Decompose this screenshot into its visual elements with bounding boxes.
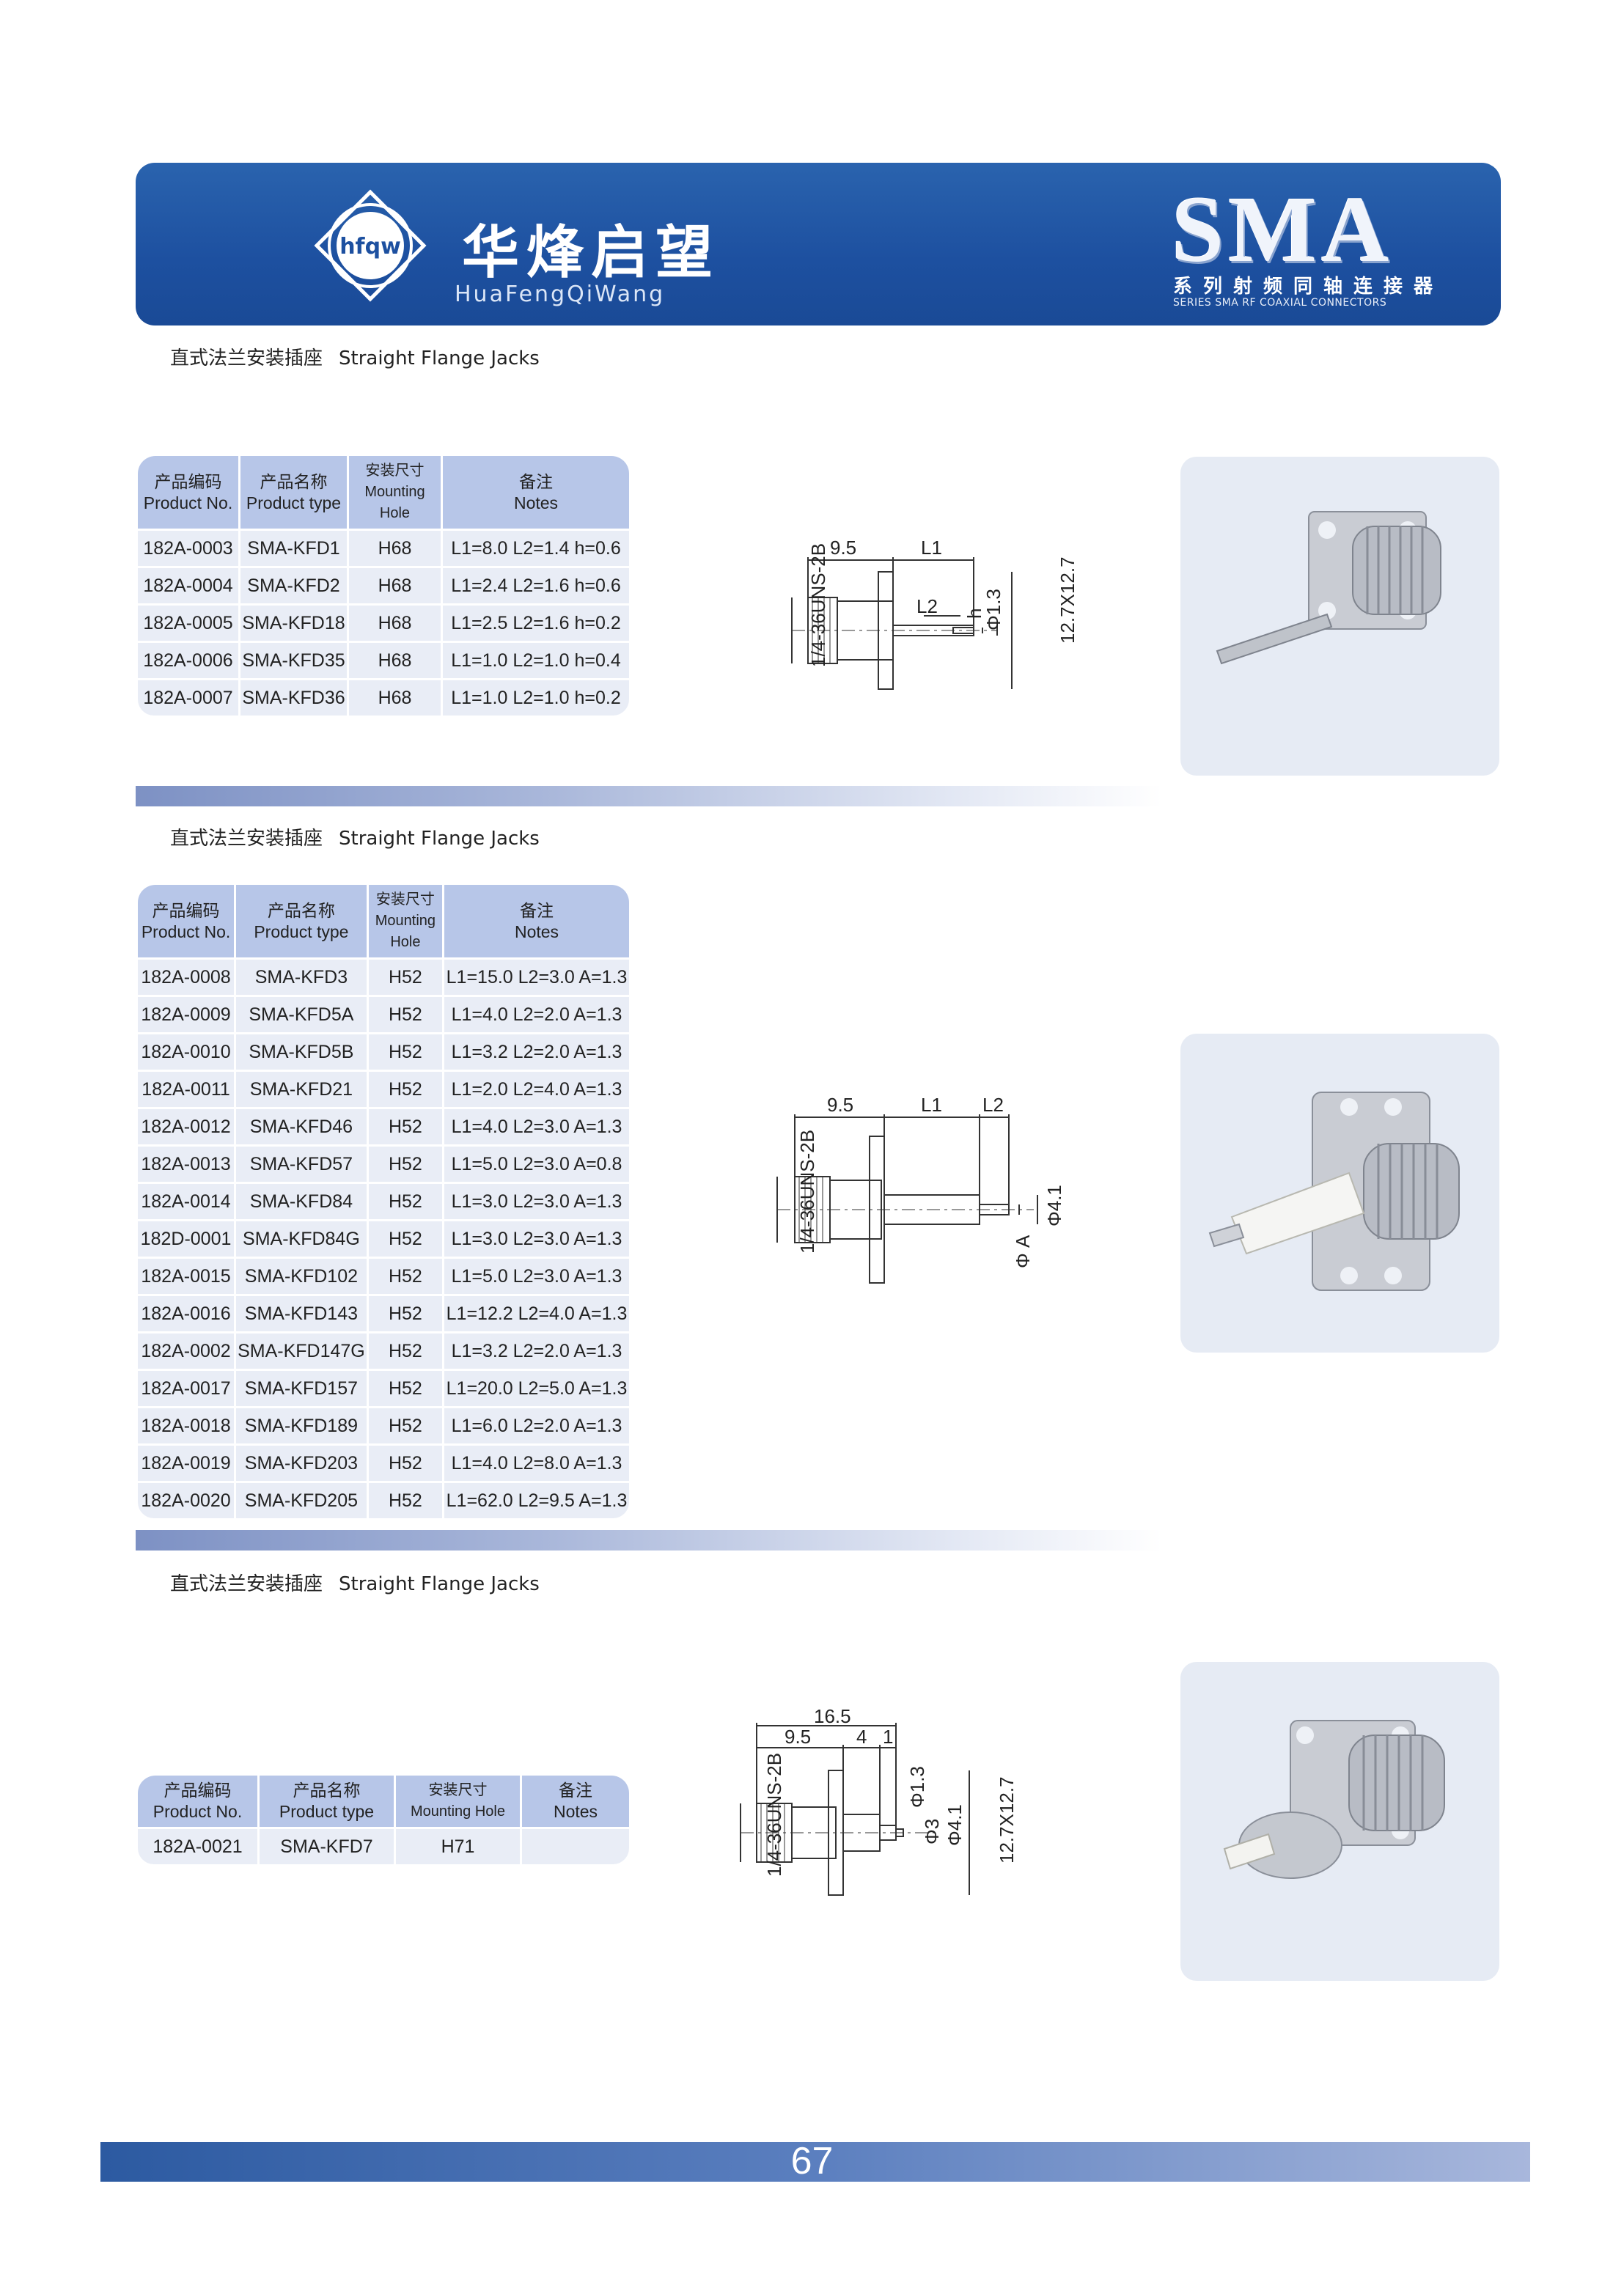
thread-label: 1/4-36UNS-2B — [807, 543, 829, 667]
technical-drawing-3: 16.5 9.5 4 1 Φ1.3 Φ3 Φ4.1 12.7X12.7 1/4-… — [740, 1705, 1018, 1896]
product-photo-3 — [1180, 1662, 1499, 1981]
dimension-label: 12.7X12.7 — [1057, 556, 1079, 644]
dimension-label: 1 — [883, 1726, 893, 1748]
dimension-label: 16.5 — [814, 1705, 851, 1727]
dimension-label: Φ3 — [921, 1819, 943, 1844]
series-subtitle-cn: 系列射频同轴连接器 — [1173, 276, 1444, 298]
series-subtitle-en: SERIES SMA RF COAXIAL CONNECTORS — [1173, 297, 1387, 309]
product-photo-1 — [1180, 457, 1499, 776]
section-title-en: Straight Flange Jacks — [339, 1573, 540, 1595]
section-divider — [136, 786, 1162, 806]
brand-name-en: HuaFengQiWang — [455, 282, 666, 307]
section-title-3: 直式法兰安装插座 Straight Flange Jacks — [170, 1569, 540, 1596]
company-logo-icon: hfqw — [314, 189, 427, 302]
logo-text: hfqw — [339, 234, 401, 260]
dimension-label: Φ1.3 — [906, 1766, 928, 1808]
dimension-label: L1 — [921, 1094, 942, 1116]
dimension-label: 12.7X12.7 — [996, 1776, 1018, 1864]
thread-label: 1/4-36UNS-2B — [763, 1753, 785, 1877]
section-title-1: 直式法兰安装插座 Straight Flange Jacks — [170, 343, 540, 370]
dimension-label: 9.5 — [785, 1726, 811, 1748]
dimension-label: Φ1.3 — [982, 589, 1004, 630]
dimension-label: 9.5 — [830, 537, 856, 559]
dimension-label: L2 — [982, 1094, 1004, 1116]
dimension-label: 9.5 — [827, 1094, 853, 1116]
footer-bar — [100, 2142, 1530, 2182]
dimension-label: Φ4.1 — [944, 1804, 966, 1846]
section-title-2: 直式法兰安装插座 Straight Flange Jacks — [170, 823, 540, 850]
product-photo-2 — [1180, 1034, 1499, 1353]
section-title-en: Straight Flange Jacks — [339, 828, 540, 850]
brand-name-cn: 华烽启望 — [462, 220, 721, 286]
section-title-cn: 直式法兰安装插座 — [170, 1573, 323, 1595]
technical-drawing-2: 9.5 L1 L2 Φ4.1 Φ A 1/4-36UNS-2B — [776, 1094, 1065, 1284]
dimension-label: L1 — [921, 537, 942, 559]
dimension-label: Φ4.1 — [1043, 1185, 1065, 1226]
section-title-en: Straight Flange Jacks — [339, 347, 540, 369]
dimension-label: 4 — [856, 1726, 867, 1748]
technical-drawing-1: 9.5 L1 L2 h Φ1.3 12.7X12.7 1/4-36UNS-2B — [791, 537, 1079, 690]
dimension-label: h — [963, 608, 985, 619]
page-number: 67 — [790, 2140, 834, 2182]
section-divider — [136, 1530, 1162, 1551]
section-title-cn: 直式法兰安装插座 — [170, 828, 323, 850]
dimension-label: Φ A — [1012, 1235, 1034, 1268]
thread-label: 1/4-36UNS-2B — [796, 1130, 818, 1254]
dimension-label: L2 — [916, 595, 938, 617]
section-title-cn: 直式法兰安装插座 — [170, 347, 323, 369]
series-title: SMA — [1172, 177, 1394, 282]
